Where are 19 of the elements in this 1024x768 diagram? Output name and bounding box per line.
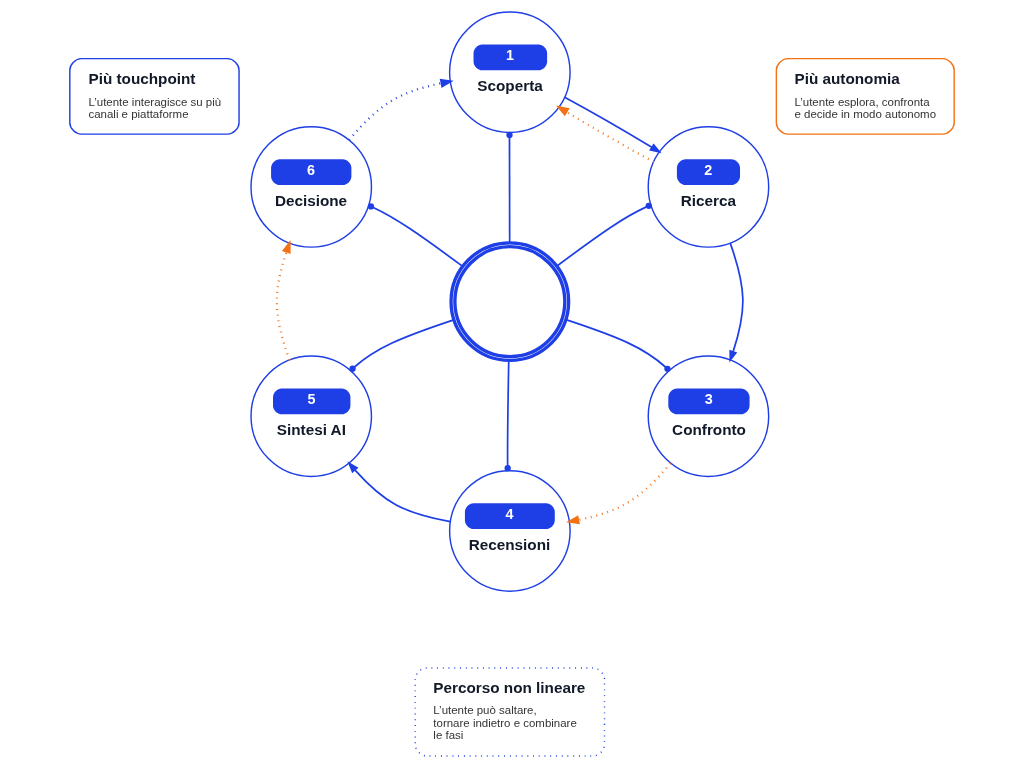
connector xyxy=(504,359,511,472)
node-box: Percorso non lineare L’utente può saltare, tornare indietro e combinare le fasi xyxy=(414,667,606,757)
arrow xyxy=(566,462,672,525)
arrow xyxy=(275,239,291,361)
arrow xyxy=(347,461,452,523)
connector xyxy=(506,131,513,244)
arrow xyxy=(563,96,662,154)
node-circle: 5 Sintesi AI xyxy=(250,355,373,478)
connector xyxy=(556,202,652,267)
arrow xyxy=(348,78,454,141)
node-circle: 4 Recensioni xyxy=(448,470,571,592)
arrow xyxy=(729,242,744,363)
node-box: Più touchpoint L’utente interagisce su più canali e piattaforme xyxy=(69,57,240,135)
connector xyxy=(349,319,455,372)
node-box: Più autonomia L’utente esplora, confronta e decide in modo autonomo xyxy=(775,57,955,135)
node-circle: 3 Confronto xyxy=(647,355,770,478)
arrow xyxy=(556,105,655,163)
connector xyxy=(367,203,464,268)
connector xyxy=(565,318,671,372)
